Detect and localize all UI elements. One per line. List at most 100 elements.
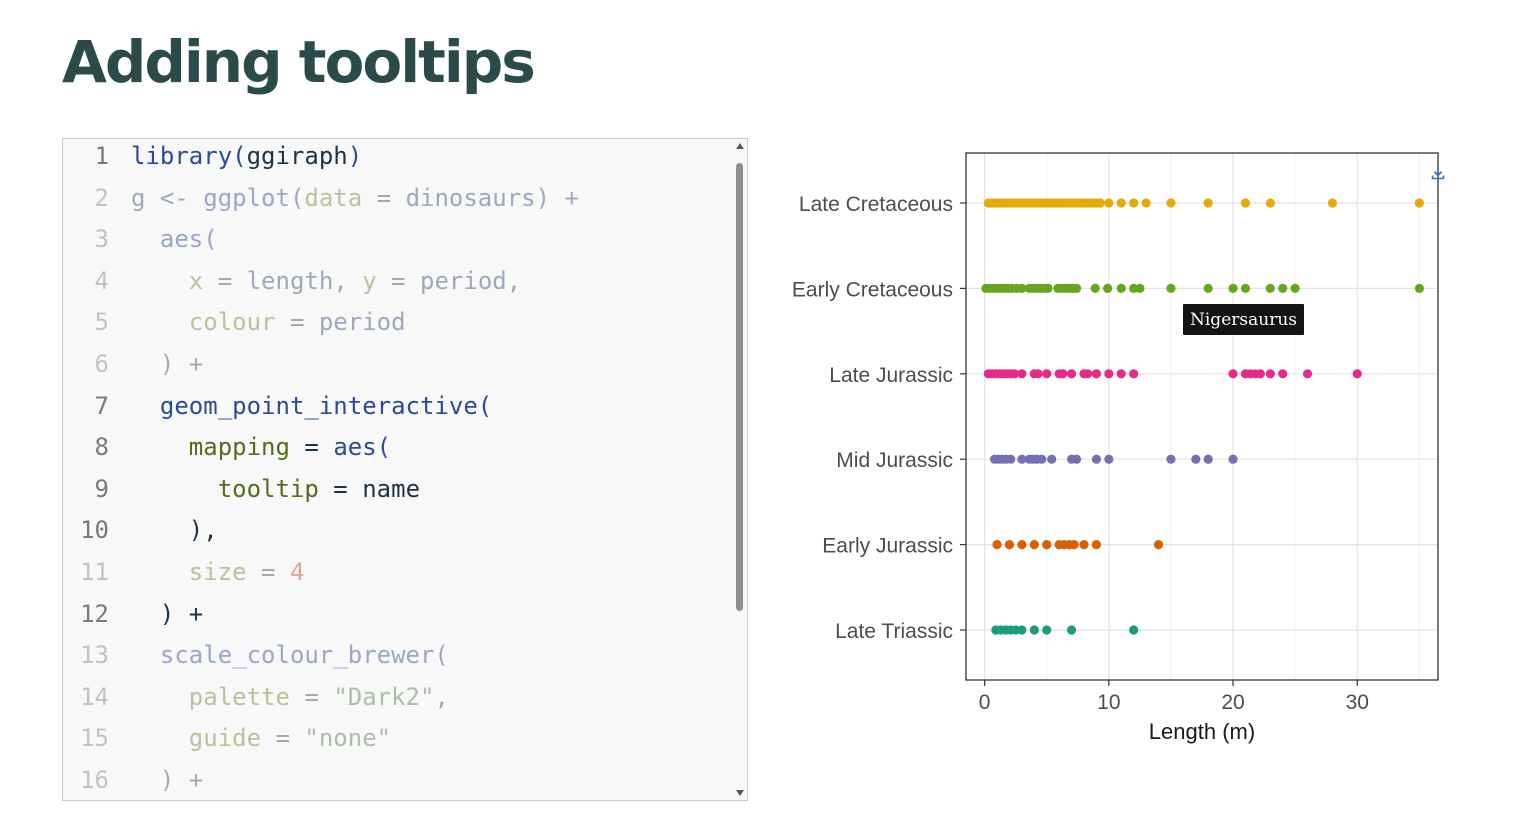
code-scrollbar[interactable] <box>733 139 747 800</box>
data-point[interactable] <box>1203 198 1213 208</box>
data-point[interactable] <box>1278 283 1288 293</box>
data-point[interactable] <box>1009 369 1020 379</box>
data-point[interactable] <box>1240 198 1251 208</box>
line-number: 8 <box>94 433 109 462</box>
data-point[interactable] <box>1017 540 1027 550</box>
data-point[interactable] <box>1166 283 1176 293</box>
data-point[interactable] <box>1191 454 1201 464</box>
data-point[interactable] <box>1265 283 1275 293</box>
data-point[interactable] <box>1043 283 1053 293</box>
data-point[interactable] <box>1029 625 1039 635</box>
data-point[interactable] <box>1066 369 1077 379</box>
data-point[interactable] <box>1091 454 1102 464</box>
scroll-down-arrow-icon[interactable] <box>736 790 744 796</box>
code-token <box>131 724 189 752</box>
data-point[interactable] <box>1033 369 1043 379</box>
data-point[interactable] <box>1017 283 1027 293</box>
data-point[interactable] <box>1091 540 1102 550</box>
code-token: = <box>376 266 421 295</box>
data-point[interactable] <box>1228 454 1238 464</box>
download-icon[interactable] <box>1430 165 1446 181</box>
code-token: , <box>434 682 449 711</box>
data-point[interactable] <box>1414 283 1424 293</box>
data-point[interactable] <box>1129 625 1139 635</box>
data-point[interactable] <box>1265 369 1275 379</box>
data-point[interactable] <box>1037 454 1047 464</box>
data-point[interactable] <box>1083 369 1093 379</box>
code-text: ) + <box>131 594 203 636</box>
scroll-thumb[interactable] <box>736 163 743 611</box>
data-point[interactable] <box>1047 454 1057 464</box>
code-line: 9 tooltip = name <box>63 469 733 511</box>
code-token: ) + <box>535 183 579 212</box>
scroll-up-arrow-icon[interactable] <box>736 143 744 149</box>
data-point[interactable] <box>1203 283 1213 293</box>
code-token: = <box>318 474 363 503</box>
data-point[interactable] <box>1129 369 1139 379</box>
data-point[interactable] <box>1042 540 1052 550</box>
code-token: , <box>506 266 522 295</box>
code-text: g <- ggplot(data = dinosaurs) + <box>131 178 579 220</box>
data-point[interactable] <box>1058 369 1068 379</box>
data-point[interactable] <box>1104 369 1114 379</box>
data-point[interactable] <box>1135 283 1145 293</box>
data-point[interactable] <box>1327 198 1338 208</box>
data-point[interactable] <box>1203 454 1213 464</box>
code-text: guide = "none" <box>131 718 391 760</box>
data-point[interactable] <box>1228 369 1238 379</box>
code-token: ggiraph <box>246 142 348 170</box>
data-point[interactable] <box>1066 625 1077 635</box>
data-point[interactable] <box>1153 540 1164 550</box>
data-point[interactable] <box>1129 198 1139 208</box>
data-point[interactable] <box>1104 454 1114 464</box>
data-point[interactable] <box>1290 283 1300 293</box>
code-token: library( <box>131 142 247 170</box>
data-point[interactable] <box>1017 369 1027 379</box>
data-point[interactable] <box>1071 283 1082 293</box>
data-point[interactable] <box>992 540 1002 550</box>
data-point[interactable] <box>1116 369 1126 379</box>
data-point[interactable] <box>1042 625 1052 635</box>
data-point[interactable] <box>1006 454 1016 464</box>
data-point[interactable] <box>1255 369 1265 379</box>
data-points[interactable] <box>981 198 1424 635</box>
data-point[interactable] <box>1103 283 1113 293</box>
data-point[interactable] <box>1095 198 1105 208</box>
code-token: x <box>188 266 204 295</box>
plot-grid <box>966 153 1438 680</box>
data-point[interactable] <box>1166 198 1176 208</box>
data-point[interactable] <box>1017 625 1027 635</box>
code-line: 14 palette = "Dark2", <box>63 677 733 719</box>
data-point[interactable] <box>1278 369 1288 379</box>
data-point[interactable] <box>1302 369 1313 379</box>
data-point[interactable] <box>1017 454 1027 464</box>
data-point[interactable] <box>1352 369 1362 379</box>
data-point[interactable] <box>1090 283 1100 293</box>
code-token: scale_colour_brewer( <box>131 641 449 670</box>
data-point[interactable] <box>1116 283 1126 293</box>
data-point[interactable] <box>1071 454 1082 464</box>
data-point[interactable] <box>1004 540 1015 550</box>
data-point[interactable] <box>1104 198 1114 208</box>
data-point[interactable] <box>1228 283 1238 293</box>
data-point[interactable] <box>1069 540 1079 550</box>
data-point[interactable] <box>1265 198 1275 208</box>
data-point[interactable] <box>1029 540 1039 550</box>
line-number: 9 <box>94 474 109 503</box>
data-point[interactable] <box>1079 540 1089 550</box>
code-text: x = length, y = period, <box>131 261 521 303</box>
code-token: colour <box>188 308 276 337</box>
data-point[interactable] <box>1042 369 1052 379</box>
data-point[interactable] <box>1240 283 1251 293</box>
data-point[interactable] <box>1116 198 1126 208</box>
tooltip: Nigersaurus <box>1183 304 1304 335</box>
x-tick-label: 10 <box>1097 691 1120 714</box>
data-point[interactable] <box>1091 369 1102 379</box>
data-point[interactable] <box>1414 198 1424 208</box>
data-point[interactable] <box>1166 454 1176 464</box>
code-text: ), <box>131 510 218 552</box>
data-point[interactable] <box>1141 198 1151 208</box>
